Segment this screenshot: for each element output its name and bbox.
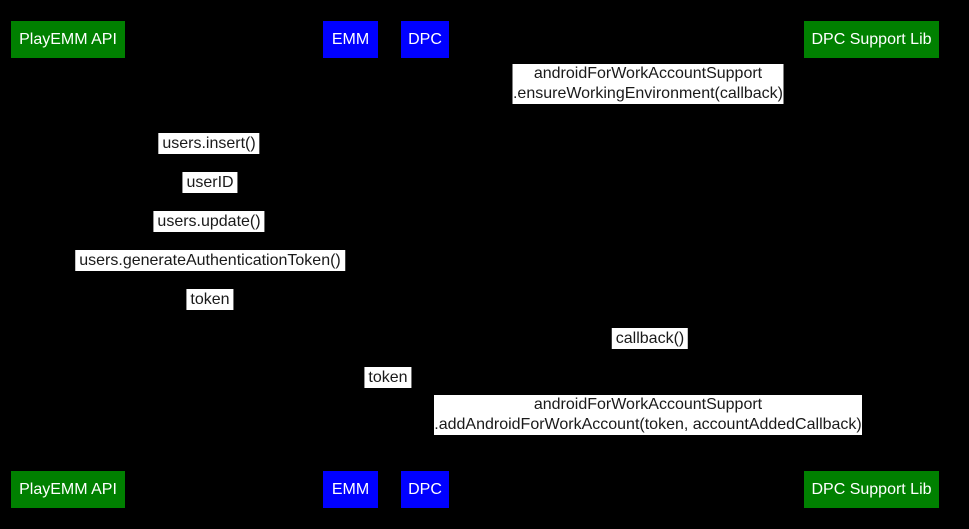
message-ensure-working-environment: androidForWorkAccountSupport .ensureWork… <box>512 64 784 104</box>
message-line: androidForWorkAccountSupport <box>533 65 763 82</box>
message-user-id: userID <box>182 172 238 193</box>
message-line: .ensureWorkingEnvironment(callback) <box>512 85 784 102</box>
actor-emm-top: EMM <box>323 21 378 58</box>
message-line: .addAndroidForWorkAccount(token, account… <box>434 416 862 433</box>
message-token-to-dpc: token <box>364 367 412 388</box>
actor-playemm-api-bottom: PlayEMM API <box>11 471 125 508</box>
message-token-response: token <box>186 289 234 310</box>
message-add-android-for-work-account: androidForWorkAccountSupport .addAndroid… <box>434 395 862 435</box>
actor-dpc-support-lib-top: DPC Support Lib <box>804 21 939 58</box>
actor-dpc-top: DPC <box>401 21 449 58</box>
message-users-generate-authentication-token: users.generateAuthenticationToken() <box>75 250 345 271</box>
message-users-update: users.update() <box>153 211 265 232</box>
actor-playemm-api-top: PlayEMM API <box>11 21 125 58</box>
actor-dpc-support-lib-bottom: DPC Support Lib <box>804 471 939 508</box>
message-users-insert: users.insert() <box>158 133 260 154</box>
actor-dpc-bottom: DPC <box>401 471 449 508</box>
actor-emm-bottom: EMM <box>323 471 378 508</box>
message-callback: callback() <box>611 328 689 349</box>
message-line: androidForWorkAccountSupport <box>533 396 763 413</box>
